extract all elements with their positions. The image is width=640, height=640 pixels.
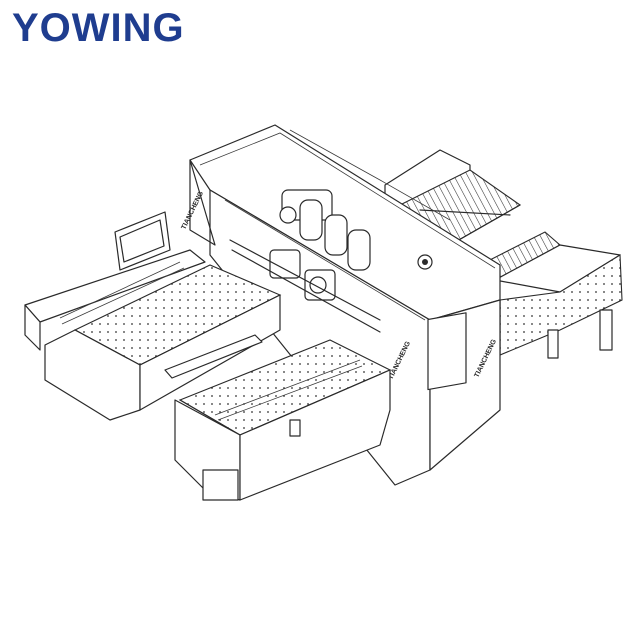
drilling-heads bbox=[229, 189, 433, 333]
front-worktable bbox=[164, 334, 392, 501]
control-screen bbox=[114, 211, 171, 271]
brand-logo: YOWING bbox=[12, 6, 185, 50]
machine-label: TIANCHENG bbox=[181, 190, 206, 231]
outfeed-conveyor bbox=[479, 231, 623, 359]
